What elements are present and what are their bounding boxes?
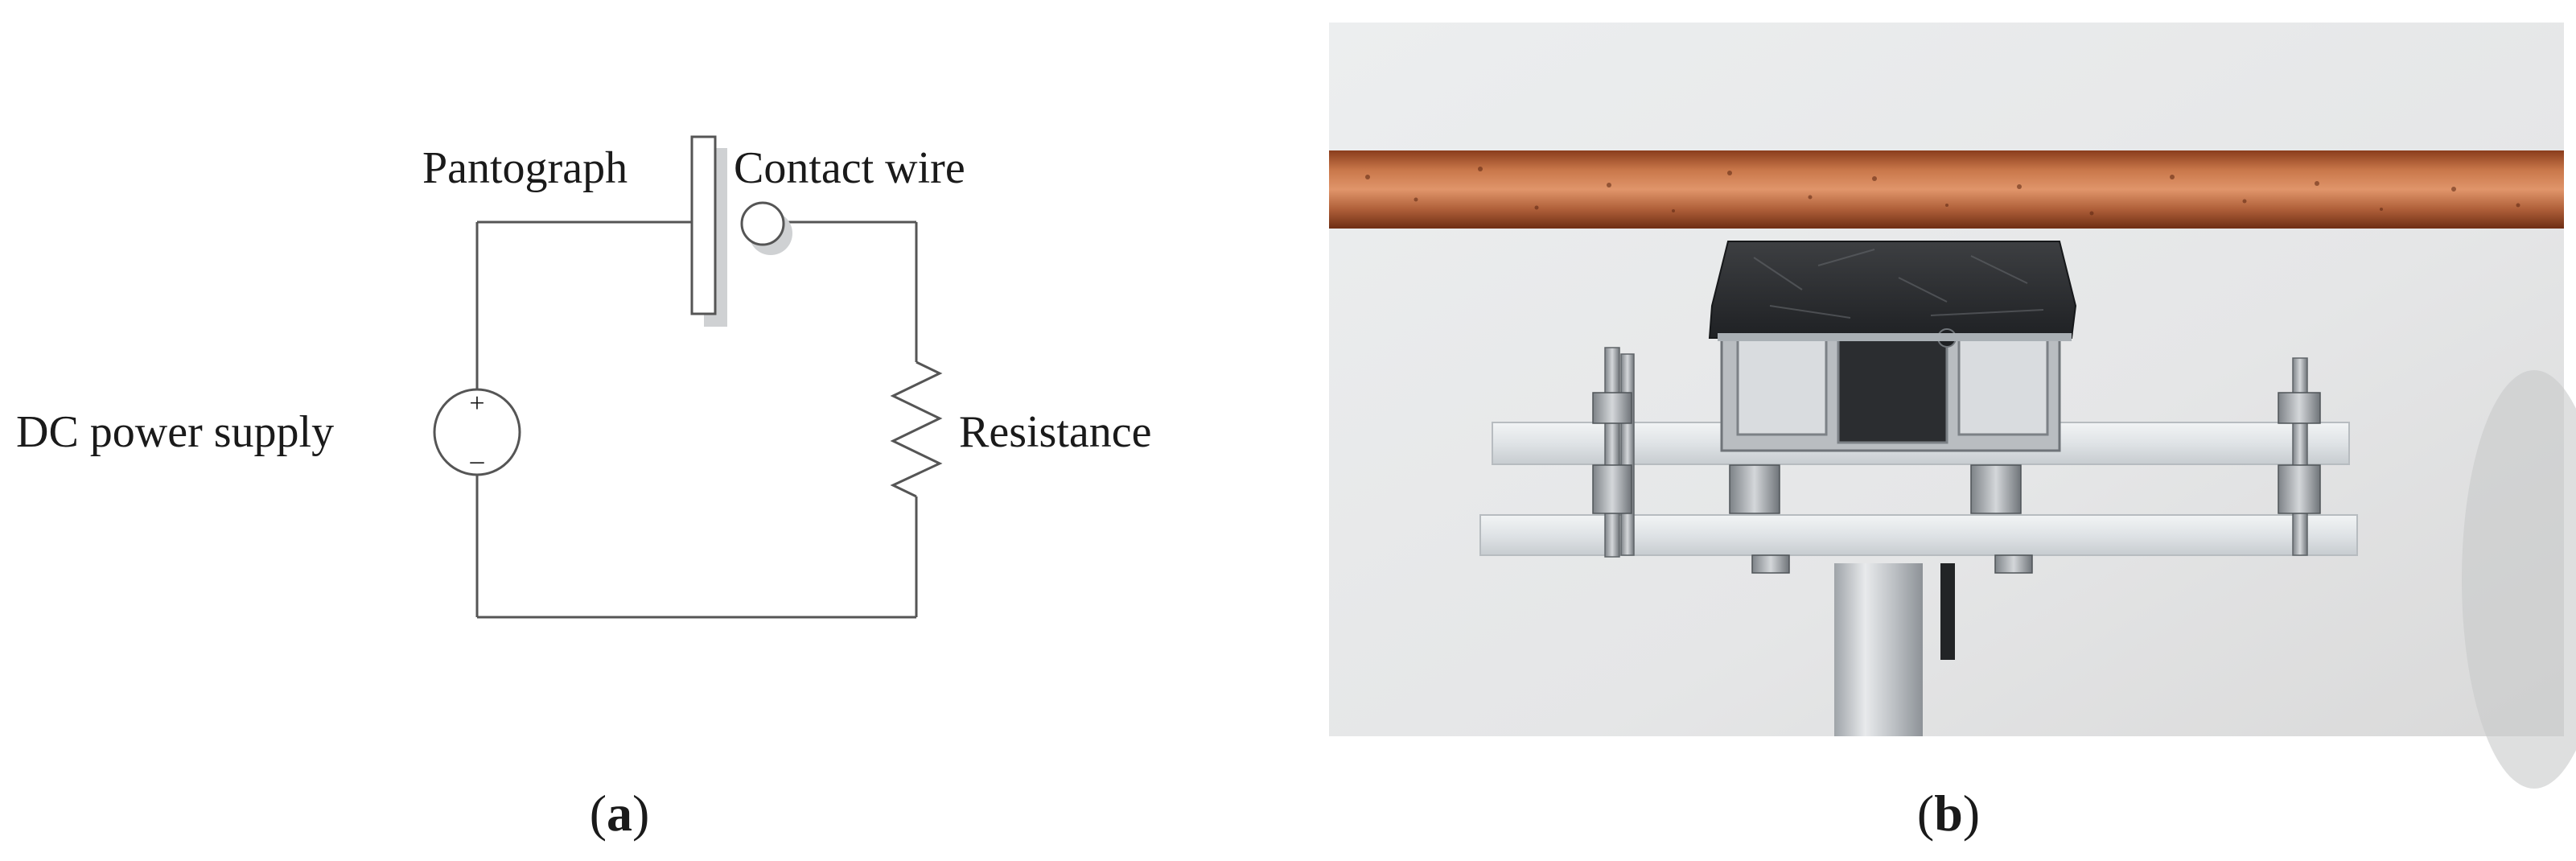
panel-b-photo: (b) bbox=[1329, 23, 2576, 842]
caption-a: (a) bbox=[590, 785, 650, 842]
caption-b-open: ( bbox=[1917, 785, 1934, 842]
nuts bbox=[1592, 392, 2321, 574]
resistor-symbol bbox=[890, 360, 943, 498]
caption-a-letter: a bbox=[607, 785, 632, 842]
dc-source-symbol bbox=[433, 388, 521, 476]
panel-a-circuit: + – Pantograph Contact wire DC power sup… bbox=[16, 135, 1151, 842]
label-pantograph: Pantograph bbox=[422, 143, 628, 193]
pantograph-symbol bbox=[690, 135, 717, 315]
frame-cell-left bbox=[1736, 328, 1828, 436]
label-dc-power-supply: DC power supply bbox=[16, 407, 334, 457]
copper-contact-wire bbox=[1329, 150, 2564, 229]
frame-cell-right bbox=[1957, 328, 2049, 436]
caption-a-close: ) bbox=[632, 785, 649, 842]
photo-shadow bbox=[2462, 370, 2576, 789]
caption-a-open: ( bbox=[590, 785, 607, 842]
caption-b-close: ) bbox=[1963, 785, 1980, 842]
caption-b-letter: b bbox=[1934, 785, 1963, 842]
support-pole bbox=[1834, 563, 1923, 736]
carbon-contact-strip bbox=[1708, 241, 2077, 339]
frame-cell-middle bbox=[1837, 328, 1948, 444]
pole-cable bbox=[1940, 563, 1955, 660]
copper-speckles bbox=[1365, 167, 2520, 216]
dc-minus-sign: – bbox=[470, 446, 485, 476]
dc-plus-sign: + bbox=[469, 389, 484, 418]
carbon-strip-texture bbox=[1753, 249, 2044, 319]
strip-edge bbox=[1718, 333, 2072, 341]
label-contact-wire: Contact wire bbox=[734, 143, 965, 193]
contact-wire-symbol bbox=[740, 201, 785, 246]
label-resistance: Resistance bbox=[959, 407, 1151, 457]
caption-b: (b) bbox=[1917, 785, 1980, 842]
